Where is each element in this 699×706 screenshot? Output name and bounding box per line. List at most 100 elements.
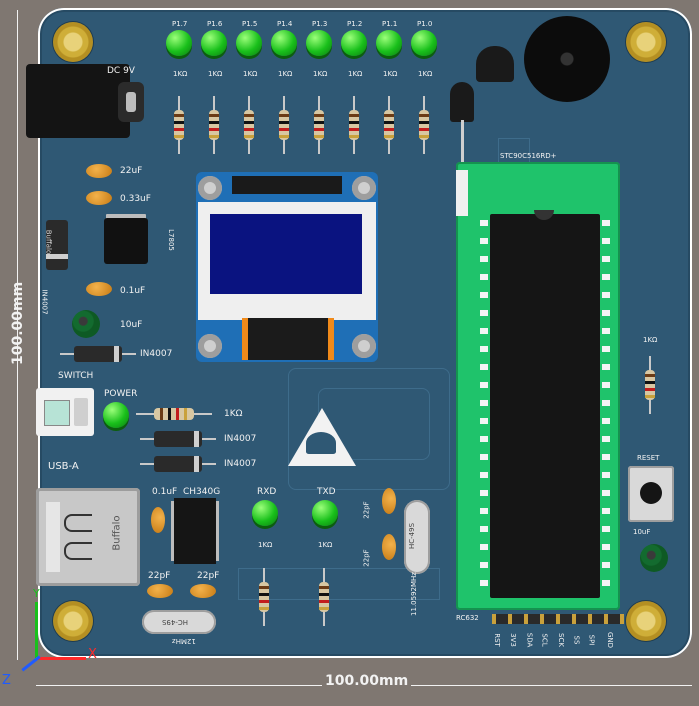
led-label-p11: P1.1: [382, 20, 398, 28]
diode-vertical: Buffalo: [44, 220, 68, 270]
res-rxd-label: 1KΩ: [258, 541, 273, 549]
mounting-hole-bottom-right: [626, 601, 666, 641]
led-label-p14: P1.4: [277, 20, 293, 28]
pin-label-sck: SCK: [556, 633, 565, 647]
pin-label-scl: SCL: [540, 633, 549, 647]
led-p14: [271, 30, 297, 56]
pin-label-spi: SPI: [587, 634, 596, 646]
oled-ribbon: [242, 318, 334, 360]
crystal-11mhz-model: HC-49S: [408, 522, 417, 550]
res-label-p11: 1KΩ: [383, 70, 398, 78]
oled-glass: [198, 202, 376, 320]
pin-label-rst: RST: [492, 633, 501, 647]
height-dimension-label: 100.00mm: [10, 281, 26, 365]
pin-label-sda: SDA: [525, 632, 534, 648]
buzzer: [524, 16, 610, 102]
led-p11: [376, 30, 402, 56]
cap-22uf: [86, 164, 112, 178]
led-rxd: [252, 500, 278, 526]
led-label-p15: P1.5: [242, 20, 258, 28]
width-dimension-label: 100.00mm: [322, 674, 412, 688]
power-switch[interactable]: [36, 388, 94, 436]
resistor-p12: [349, 96, 359, 154]
crystal-11mhz-freq: 11.0592MHz: [409, 572, 418, 616]
cap-22pf-a: [147, 584, 173, 598]
oled-module: [196, 172, 378, 362]
axis-z-label: Z: [2, 673, 11, 688]
mcu-chip: [490, 214, 600, 598]
axis-x-label: X: [88, 647, 97, 662]
resistor-p13: [314, 96, 324, 154]
resistor-power-label: 1KΩ: [224, 409, 243, 419]
resistor-power: [136, 408, 212, 420]
socket-label: RC632: [456, 614, 479, 622]
led-p12: [341, 30, 367, 56]
res-label-p10: 1KΩ: [418, 70, 433, 78]
cap-033uf: [86, 191, 112, 205]
switch-label: SWITCH: [58, 371, 94, 381]
power-led-label: POWER: [104, 389, 138, 399]
diode-power: [60, 346, 136, 362]
diode-vertical-print: Buffalo: [44, 229, 53, 255]
cap-22pf-b: [190, 584, 216, 598]
zif-socket[interactable]: [456, 162, 620, 610]
cap-22pf-c-label: 22pF: [362, 501, 371, 519]
dc-jack[interactable]: [26, 64, 144, 146]
mounting-hole-top-left: [53, 22, 93, 62]
cap-01uf-usb: [151, 507, 165, 533]
pin-label-gnd: GND: [606, 631, 615, 649]
reset-button-cap[interactable]: [640, 482, 662, 504]
led-p16: [201, 30, 227, 56]
crystal-11mhz: HC-49S: [404, 500, 430, 574]
pin-label-3v3: 3V3: [508, 633, 517, 647]
resistor-p17: [174, 96, 184, 154]
usb-brand: Buffalo: [111, 515, 123, 551]
cap-22uf-label: 22uF: [120, 166, 143, 176]
led-label-p17: P1.7: [172, 20, 188, 28]
axis-y-label: Y: [33, 587, 40, 600]
cap-22pf-d-label: 22pF: [362, 549, 371, 567]
res-label-p12: 1KΩ: [348, 70, 363, 78]
led-p13: [306, 30, 332, 56]
usb-label: USB-A: [48, 461, 79, 472]
resistor-right: [645, 356, 655, 414]
regulator-l7805: [104, 218, 148, 264]
pin-label-ss: SS: [572, 635, 581, 645]
crystal-12mhz: HC-49S: [142, 610, 216, 634]
cap-01uf-power: [86, 282, 112, 296]
cap-22pf-a-label: 22pF: [148, 571, 171, 581]
mounting-hole-top-right: [626, 22, 666, 62]
zif-lever[interactable]: [456, 170, 468, 216]
cap-033uf-label: 0.33uF: [120, 194, 151, 204]
rxd-label: RXD: [257, 487, 277, 497]
cap-22pf-c: [382, 488, 396, 514]
txd-label: TXD: [317, 487, 336, 497]
dc-jack-label: DC 9V: [107, 66, 135, 76]
led-p15: [236, 30, 262, 56]
reset-label: RESET: [637, 454, 660, 462]
diode-power-label: IN4007: [140, 349, 173, 359]
led-p17: [166, 30, 192, 56]
cap-22pf-d: [382, 534, 396, 560]
crystal-12mhz-freq: 12MHz: [172, 637, 196, 645]
oled-screen: [210, 214, 362, 294]
diode-2: [140, 431, 216, 447]
led-label-p12: P1.2: [347, 20, 363, 28]
res-right-label: 1KΩ: [643, 336, 658, 344]
mcu-label: STC90C516RD+: [500, 152, 557, 160]
reset-button[interactable]: [628, 466, 674, 522]
resistor-txd: [319, 568, 329, 626]
diode-3: [140, 456, 216, 472]
pin-header[interactable]: [492, 614, 624, 628]
resistor-p16: [209, 96, 219, 154]
usb-a-connector[interactable]: Buffalo: [36, 488, 140, 586]
diode-3-label: IN4007: [224, 459, 257, 469]
ch340g-label: CH340G: [183, 487, 221, 497]
axis-y-line: [35, 602, 38, 660]
led-p10: [411, 30, 437, 56]
electrolytic-cap-10uf: [72, 310, 100, 338]
cap-22pf-b-label: 22pF: [197, 571, 220, 581]
resistor-p11: [384, 96, 394, 154]
cap-01uf-usb-label: 0.1uF: [152, 487, 178, 497]
resistor-p10: [419, 96, 429, 154]
